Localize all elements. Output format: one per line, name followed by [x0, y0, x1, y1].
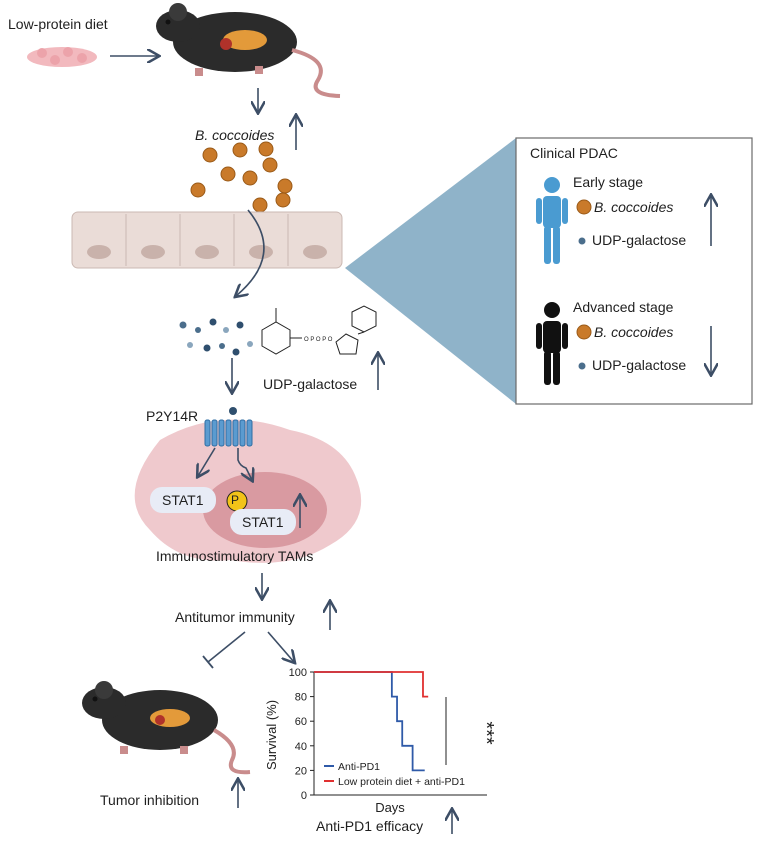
advanced-metabolite-icon	[578, 362, 586, 370]
early-bacteria-icon	[576, 199, 592, 215]
survival-line-anti-pd1	[314, 671, 425, 772]
y-tick-label: 100	[289, 667, 307, 679]
receptor-to-stat-right-arrow	[237, 448, 252, 480]
inhibition-bar	[202, 655, 214, 669]
udp-galactose-structure: O P O P O	[261, 305, 377, 355]
immunity-to-efficacy-arrow	[267, 631, 294, 662]
efficacy-label: Anti-PD1 efficacy	[316, 818, 424, 834]
advanced-metabolite-label: UDP-galactose	[592, 357, 687, 373]
bacteria-cluster	[190, 141, 293, 213]
mouse-bottom-icon	[82, 681, 251, 775]
mouse-top-icon	[156, 3, 341, 98]
advanced-stage-person-icon	[536, 302, 568, 385]
metabolite-dots	[179, 318, 253, 356]
advanced-stage-label: Advanced stage	[573, 299, 674, 315]
stat1-left-chip: STAT1	[150, 487, 216, 513]
y-tick-label: 60	[295, 716, 307, 728]
receptor-label: P2Y14R	[146, 408, 199, 424]
epithelium-passage-arrow	[236, 209, 265, 296]
y-tick-label: 80	[295, 692, 307, 704]
antitumor-label: Antitumor immunity	[175, 609, 295, 625]
intestinal-epithelium	[71, 211, 343, 269]
early-stage-person-icon	[536, 177, 568, 264]
udp-galactose-label: UDP-galactose	[263, 376, 358, 392]
clinical-title: Clinical PDAC	[530, 145, 618, 161]
significance-stars: ***	[475, 721, 497, 745]
clinical-projection-triangle	[345, 138, 516, 404]
bacteria-label: B. coccoides	[195, 127, 275, 143]
tam-label: Immunostimulatory TAMs	[156, 548, 314, 564]
legend-label-low-protein: Low protein diet + anti-PD1	[338, 776, 465, 788]
p2y14r-receptor-icon	[204, 407, 253, 447]
phospho-label: P	[231, 493, 240, 507]
y-tick-label: 0	[301, 790, 307, 802]
tumor-inhibition-label: Tumor inhibition	[100, 792, 200, 808]
advanced-bacteria-icon	[576, 324, 592, 340]
diet-label: Low-protein diet	[8, 16, 108, 32]
svg-text:O P O P O: O P O P O	[304, 337, 333, 343]
survival-chart: 100 80 60 40 20 0 *** Survival (%) Days Anti-…	[264, 667, 497, 815]
advanced-bacteria-label: B. coccoides	[594, 324, 674, 340]
y-axis-label: Survival (%)	[264, 700, 279, 770]
diet-food-icon	[27, 47, 97, 67]
early-stage-label: Early stage	[573, 174, 644, 190]
y-tick-label: 40	[295, 741, 307, 753]
survival-line-low-protein-anti-pd1	[314, 671, 429, 698]
early-metabolite-icon	[578, 237, 586, 245]
inhibition-line	[207, 631, 246, 663]
legend-label-anti-pd1: Anti-PD1	[338, 761, 380, 773]
receptor-to-stat-left-arrow	[198, 447, 216, 476]
early-metabolite-label: UDP-galactose	[592, 232, 687, 248]
early-bacteria-label: B. coccoides	[594, 199, 674, 215]
y-tick-label: 20	[295, 765, 307, 777]
stat1-right-chip: STAT1	[230, 509, 296, 535]
x-axis-label: Days	[375, 800, 405, 815]
